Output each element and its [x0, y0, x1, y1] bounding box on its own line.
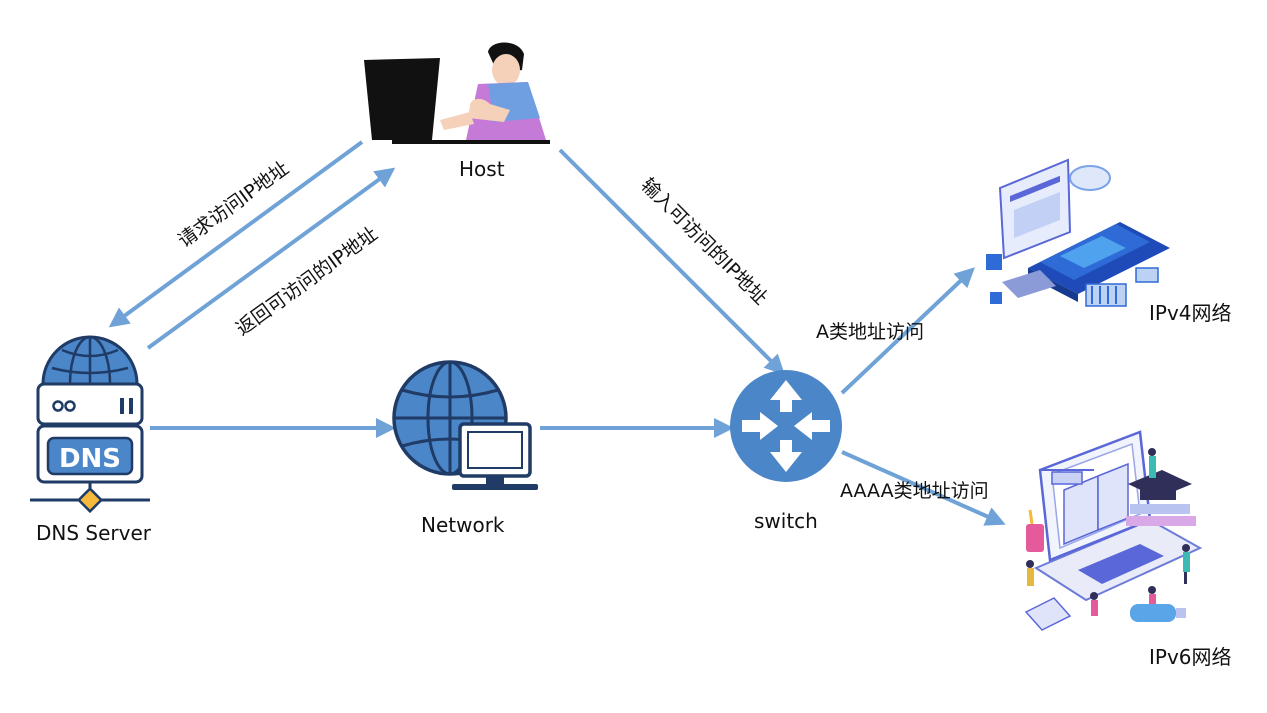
edge-label-input: 输入可访问的IP地址	[636, 174, 771, 309]
ipv6-illustration	[1024, 430, 1203, 631]
ipv4-label: IPv4网络	[1149, 301, 1232, 325]
dns-box-text: DNS	[59, 444, 121, 474]
switch-to-ipv6-arrow	[841, 450, 1006, 526]
request-arrow	[108, 140, 364, 328]
response-arrow	[146, 167, 396, 350]
ipv6-label: IPv6网络	[1149, 645, 1232, 669]
host-to-switch-arrow	[558, 148, 785, 375]
network-icon	[392, 360, 538, 490]
edge-label-aaaa-record: AAAA类地址访问	[840, 480, 989, 502]
dns-server-icon: DNS	[30, 335, 150, 514]
switch-to-ipv4-arrow	[840, 267, 975, 395]
switch-icon	[730, 370, 842, 482]
edge-label-a-record: A类地址访问	[816, 321, 924, 343]
switch-label: switch	[754, 509, 818, 533]
edge-label-response: 返回可访问的IP地址	[232, 223, 382, 340]
host-illustration	[364, 42, 550, 144]
dns-server-label: DNS Server	[36, 521, 152, 545]
host-label: Host	[459, 157, 505, 181]
network-label: Network	[421, 513, 505, 537]
ipv4-illustration	[986, 158, 1170, 307]
